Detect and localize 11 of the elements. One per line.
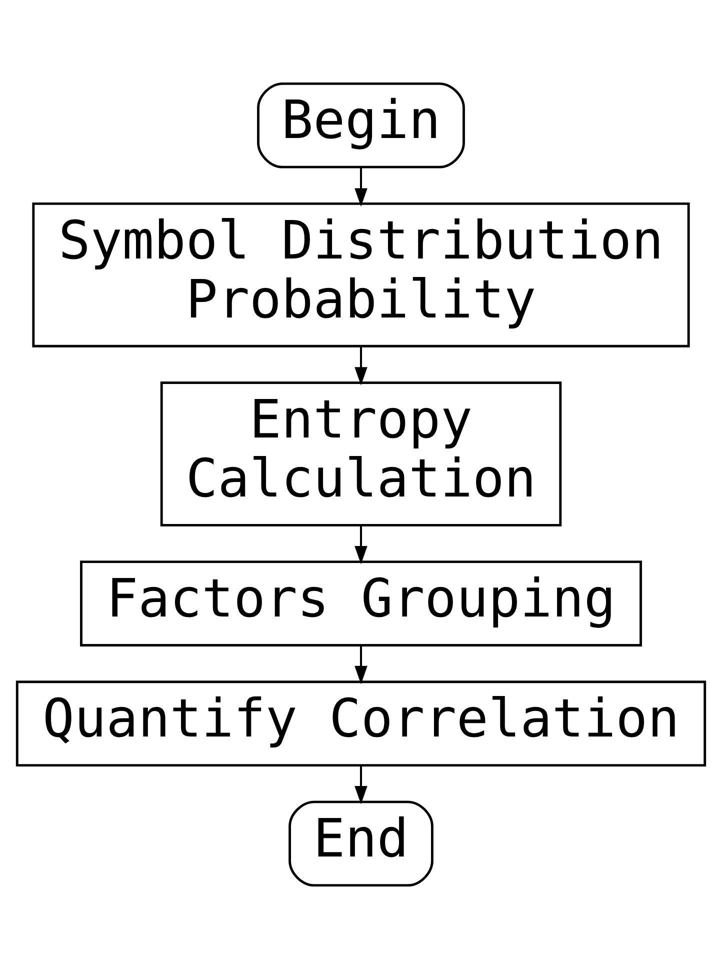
- arrow: [354, 765, 367, 804]
- arrow: [354, 166, 367, 206]
- node-box: Begin: [256, 82, 464, 168]
- node-box: Quantify Correlation: [15, 680, 706, 766]
- node-box: Symbol Distribution Probability: [32, 202, 690, 347]
- node-box: Entropy Calculation: [160, 381, 562, 526]
- arrow: [354, 644, 367, 684]
- arrow: [354, 346, 367, 385]
- node-box: End: [288, 800, 433, 886]
- node-box: Factors Grouping: [80, 560, 642, 646]
- arrow: [354, 524, 367, 564]
